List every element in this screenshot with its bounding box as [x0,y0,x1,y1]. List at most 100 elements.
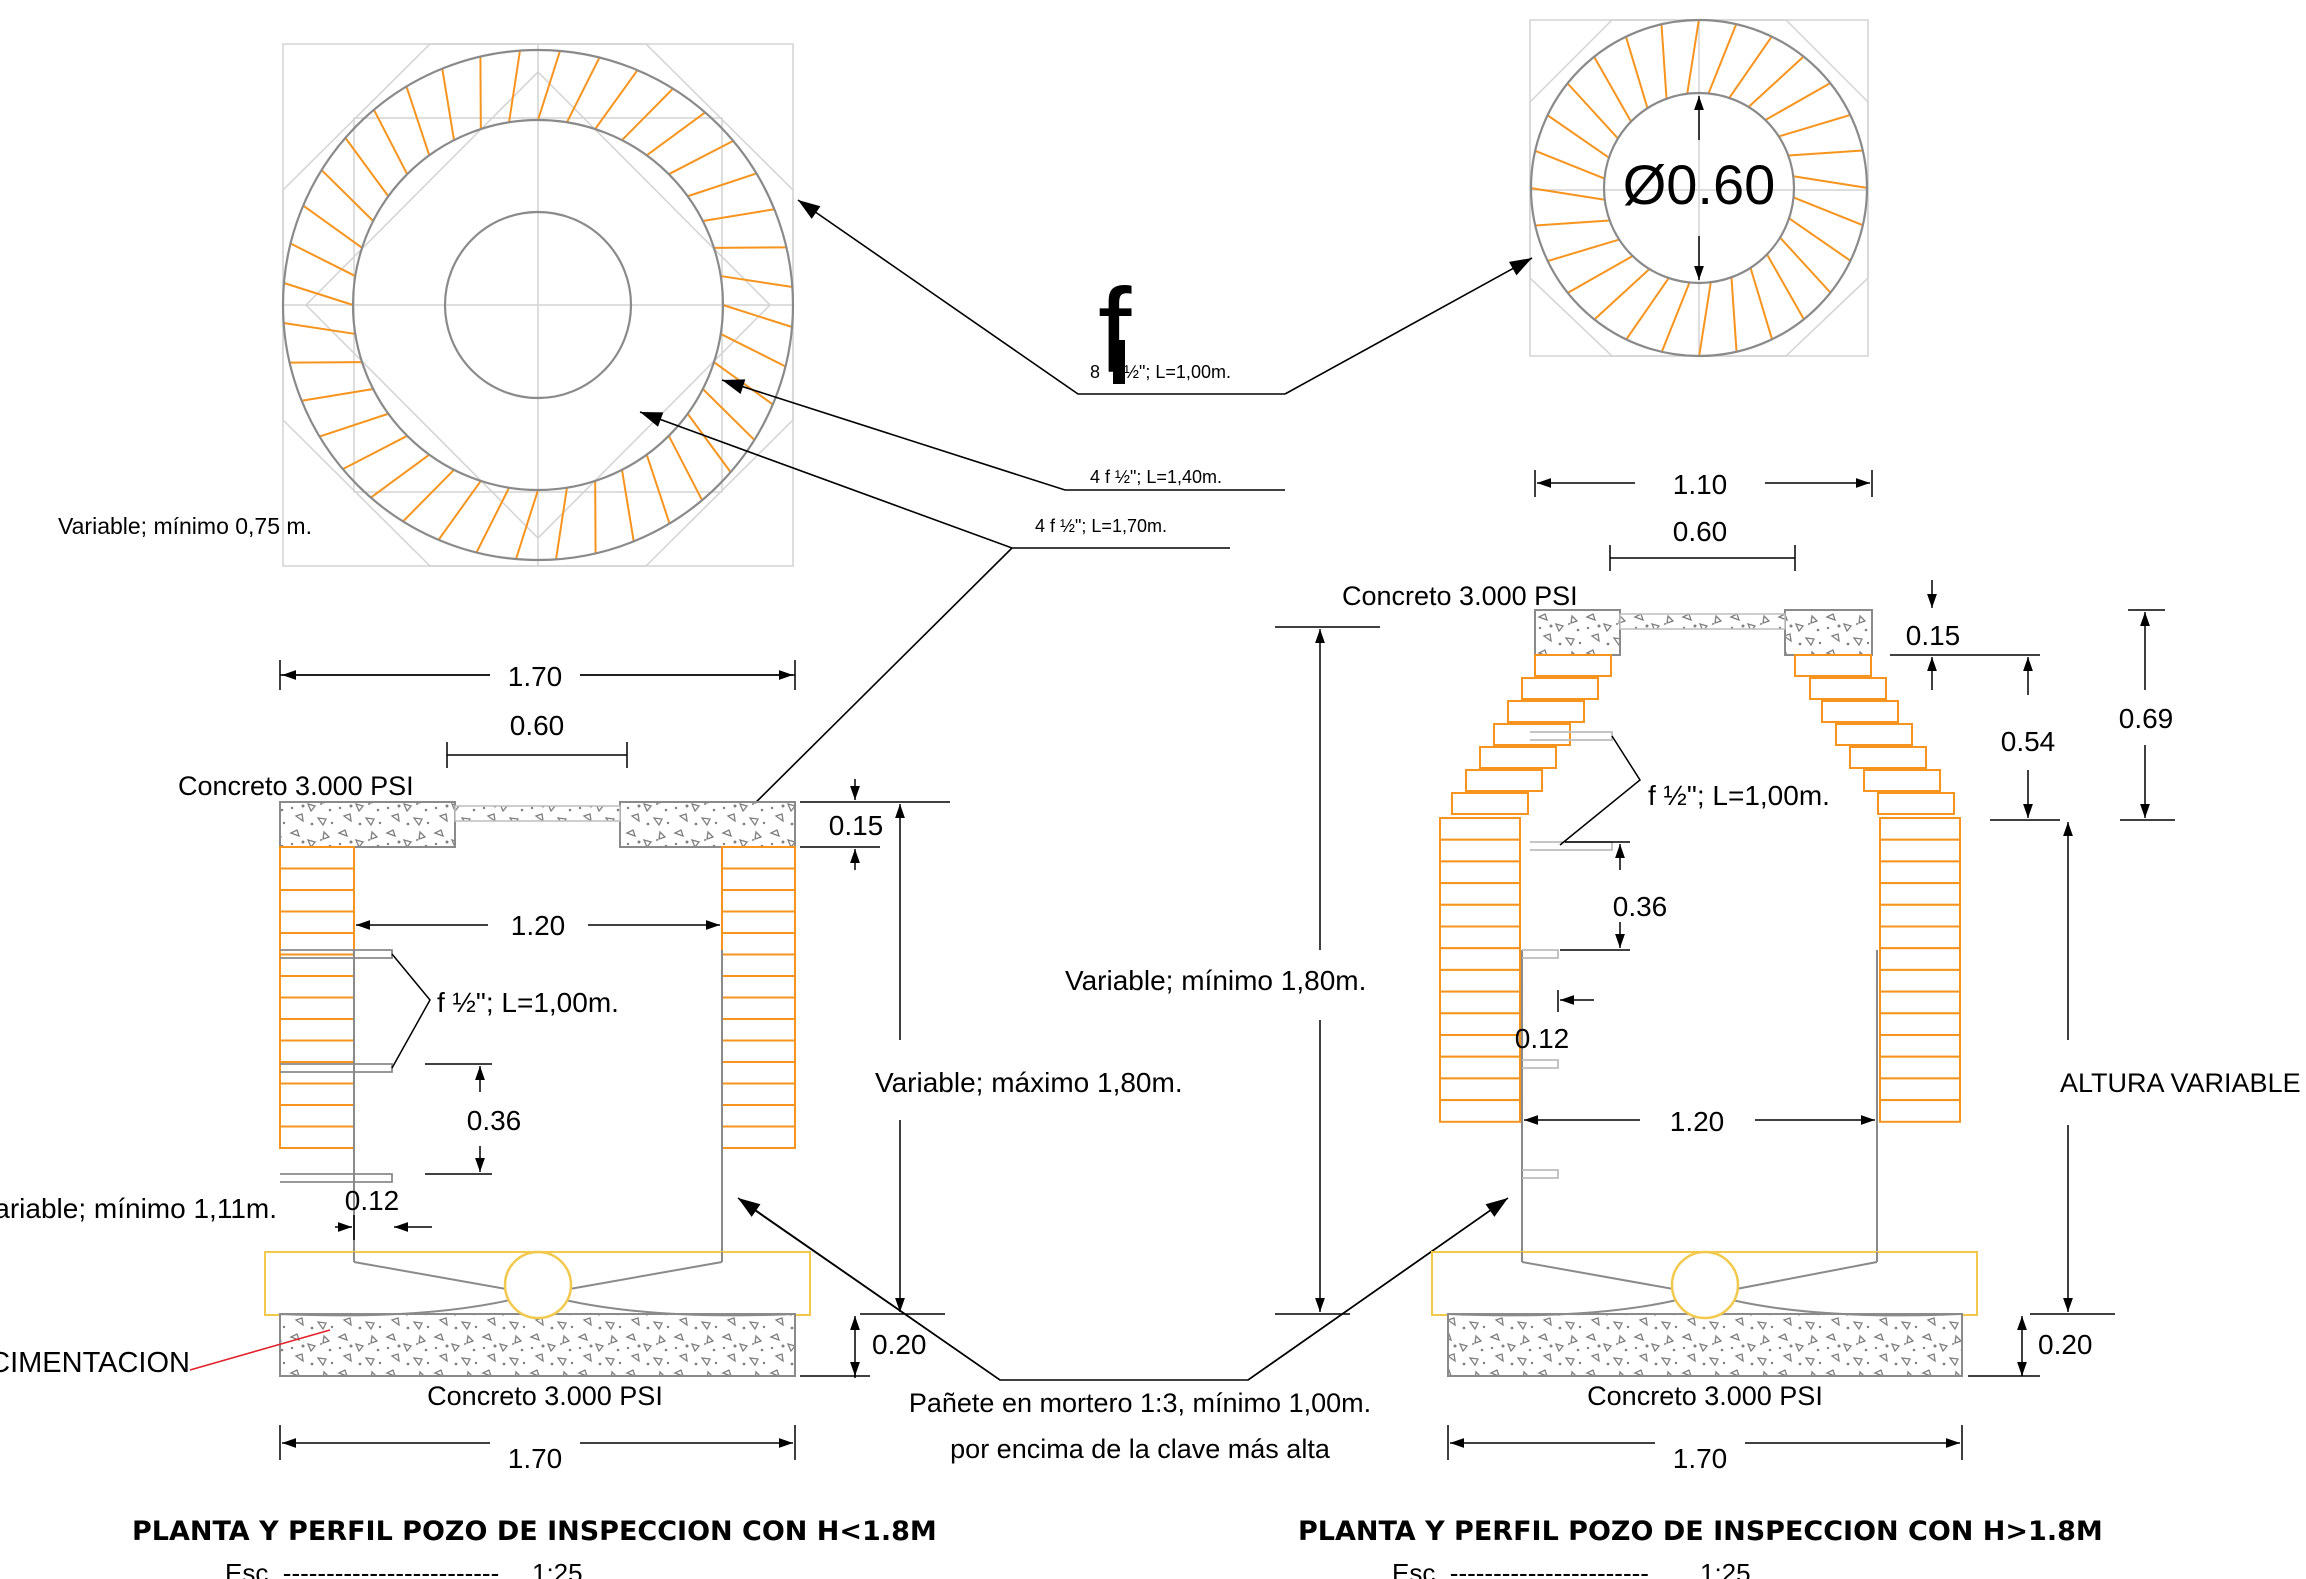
dim-120-inner-right: 1.20 [1670,1106,1725,1137]
rebar-line [686,413,732,473]
brick [279,1125,355,1149]
brick [721,1082,796,1106]
dim-170-bottom-right: 1.70 [1673,1443,1728,1474]
rebar-line [373,109,409,175]
brick [721,889,796,913]
rebar-line [475,487,510,553]
rebar-line [370,453,430,499]
altura-variable: ALTURA VARIABLE [2060,1068,2301,1098]
leader-bar140 [721,379,1285,491]
brick [1465,769,1543,792]
rebar-line [1660,24,1668,99]
rebar-line [1535,219,1610,227]
rebar-line [713,361,774,406]
bar140-label: 4 f ½"; L=1,40m. [1090,467,1222,487]
brick [1879,1034,1961,1058]
title-left: PLANTA Y PERFIL POZO DE INSPECCION CON H… [132,1516,937,1547]
brick [1879,1012,1961,1036]
brick [279,846,355,870]
cimentacion-leader [189,1329,331,1371]
rebar-line [319,412,389,438]
brick [279,910,355,934]
brick [1879,1099,1961,1123]
brick-walls-left [279,846,796,1149]
rebar-line [283,282,354,306]
rebar-line [1728,35,1773,99]
step-bar-label-left: f ½"; L=1,00m. [437,987,619,1018]
brick [1879,860,1961,885]
brick [279,1018,355,1042]
leader-bar8-left [797,199,1285,395]
rebar-line [1778,114,1851,138]
rebar-line [1788,217,1852,262]
rebar-line [1547,238,1620,262]
dim-015-right: 0.15 [1906,620,1961,651]
plaster-note-1: Pañete en mortero 1:3, mínimo 1,00m. [909,1388,1371,1418]
brick [1835,723,1913,746]
plan-leaders [639,199,1533,831]
dim-036-left: 0.36 [467,1105,522,1136]
brick [721,975,796,999]
brick [1439,1034,1521,1058]
dim-110-top: 1.10 [1673,469,1728,500]
section-right: 1.10 0.60 Concreto 3.000 PSI f ½"; L=1,0… [1298,469,2301,1579]
rebar-line [1530,187,1605,201]
brick [1809,677,1887,700]
brick [279,1039,355,1063]
step-bar-leader-right [1559,735,1641,846]
dim-012-right: 0.12 [1515,1023,1570,1054]
rebar-line [537,50,561,121]
brick [279,1104,355,1128]
step-bar-label-right: f ½"; L=1,00m. [1648,780,1830,811]
big-f-stem [1113,340,1125,384]
rebar-line [555,487,568,560]
manhole-cover [454,805,621,822]
plan-view-right: Ø0.60 [1529,18,1869,358]
center-annotations: Variable; mínimo 1,80m. Pañete en morter… [737,626,1509,1464]
bench-left [280,1262,510,1314]
brick [1534,654,1612,677]
rebar-line [1593,56,1632,123]
dim-069: 0.69 [2119,703,2174,734]
dim-060-opening-right: 0.60 [1673,516,1728,547]
plan-outer-ring-right [1529,18,1869,358]
brick [1849,746,1927,769]
brick [1879,1055,1961,1080]
rebar-line [1747,55,1805,108]
brick [1439,1012,1521,1036]
dim-015-left: 0.15 [829,810,884,841]
rebar-line [667,435,703,501]
brick [1879,968,1961,993]
brick [721,1039,796,1063]
rebar-line [1766,253,1805,320]
plan-outer-ring-left [281,48,795,562]
pipe-section-left [503,1250,573,1320]
concrete-base-label: Concreto 3.000 PSI [427,1381,663,1411]
rebar-line [1546,114,1610,159]
brick [1507,700,1585,723]
brick [1879,817,1961,841]
base-concrete-left [279,1313,796,1377]
brick [1439,817,1521,841]
section-left: 1.70 0.60 Concreto 3.000 PSI f ½"; L=1,0… [0,655,1183,1579]
brick [721,1061,796,1085]
brick [1439,990,1521,1015]
rebar-line [301,388,374,402]
top-slab-right-a [1534,609,1621,656]
concrete-top-label-right: Concreto 3.000 PSI [1342,581,1578,611]
rebar-line [566,57,601,123]
leader-bar8-right [1284,257,1533,395]
brick [1794,654,1872,677]
rebar-line [720,275,793,288]
brick [1879,903,1961,928]
rebar-line [344,137,390,197]
plan-rebar-right [1530,19,1868,357]
rebar-line [1625,36,1649,109]
dim-054: 0.54 [2001,726,2056,757]
brick [1439,860,1521,885]
rebar-line [1779,236,1832,294]
top-slab-right-b [1784,609,1873,656]
rebar-line [1566,82,1619,140]
base-concrete-right [1447,1313,1963,1377]
